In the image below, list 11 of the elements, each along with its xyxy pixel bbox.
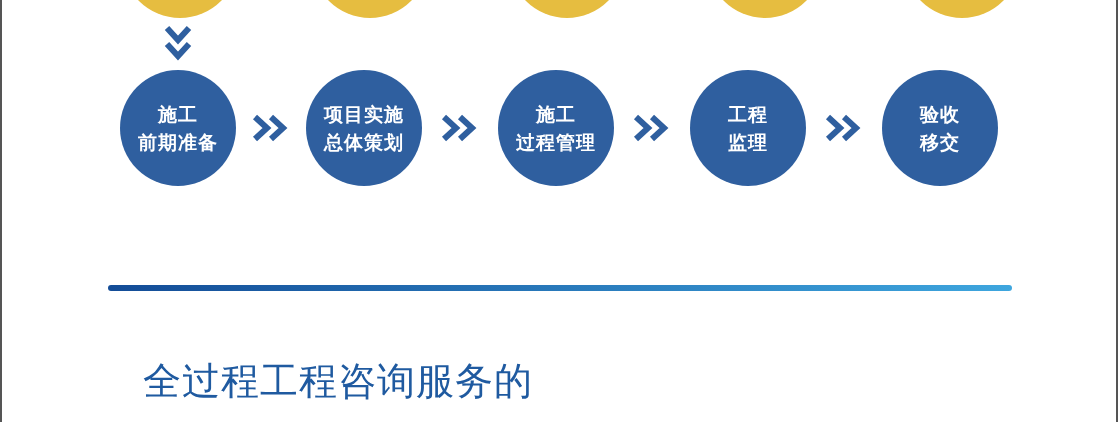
chevron-arrow [825,114,861,142]
chevron-arrow [252,114,288,142]
stage-label: 施工过程管理 [515,102,597,155]
heading: 全过程工程咨询服务的 [143,358,534,405]
chevron-arrow [441,114,477,142]
stage-label: 施工前期准备 [137,102,219,155]
stage-label: 项目实施总体策划 [322,102,405,155]
stage-label: 验收移交 [918,102,961,155]
chevron-arrow [164,25,192,61]
stage-label: 工程监理 [727,102,769,155]
chevron-arrow [633,114,669,142]
